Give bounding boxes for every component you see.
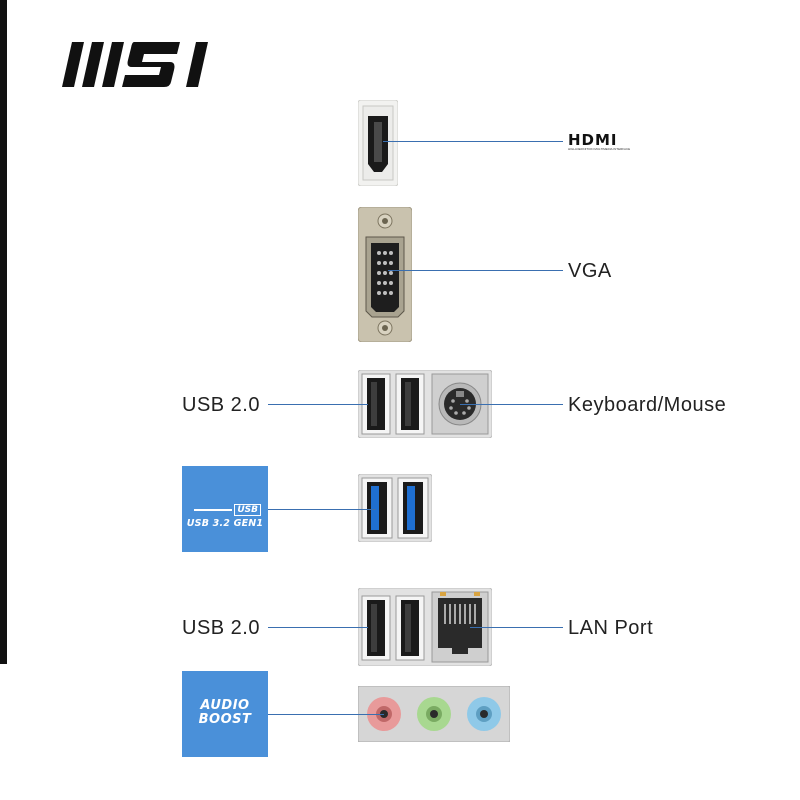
ps2-leader (460, 404, 563, 405)
audio-badge-line1: AUDIO (200, 698, 250, 713)
usb2-top-label: USB 2.0 (182, 394, 260, 416)
usb-badge-top-row: USB (182, 504, 268, 516)
vga-leader (388, 270, 563, 271)
usb2-top-leader (268, 404, 368, 405)
usb-badge-text: USB 3.2 GEN1 (186, 518, 264, 529)
usb2-bottom-label: USB 2.0 (182, 617, 260, 639)
audio-boost-badge: AUDIO BOOST (182, 671, 268, 757)
usb-badge-line (194, 509, 233, 511)
hdmi-leader (383, 141, 563, 142)
audio-jack-pink (367, 697, 401, 731)
hdmi-port (358, 100, 398, 186)
vga-label: VGA (568, 260, 612, 282)
audio-leader (268, 714, 384, 715)
audio-jack-green (417, 697, 451, 731)
lan-leader (470, 627, 563, 628)
io-panel-edge (0, 0, 7, 664)
usb-3-2-gen1-badge: USB USB 3.2 GEN1 (182, 466, 268, 552)
hdmi-label-group: HDMI HIGH-DEFINITION MULTIMEDIA INTERFAC… (568, 131, 631, 152)
usb2-bottom-leader (268, 627, 368, 628)
audio-badge-line2: BOOST (198, 712, 252, 727)
hdmi-label: HDMI (568, 131, 618, 149)
audio-jack-block (358, 686, 510, 742)
ps2-label: Keyboard/Mouse (568, 394, 727, 416)
hdmi-sublabel: HIGH-DEFINITION MULTIMEDIA INTERFACE (568, 147, 631, 151)
usb3-port-block (358, 474, 432, 542)
usb3-leader (268, 509, 376, 510)
audio-jack-blue (467, 697, 501, 731)
vga-port (358, 207, 412, 342)
usb-badge-small: USB (234, 504, 261, 516)
msi-logo (62, 42, 208, 87)
lan-label: LAN Port (568, 617, 654, 639)
